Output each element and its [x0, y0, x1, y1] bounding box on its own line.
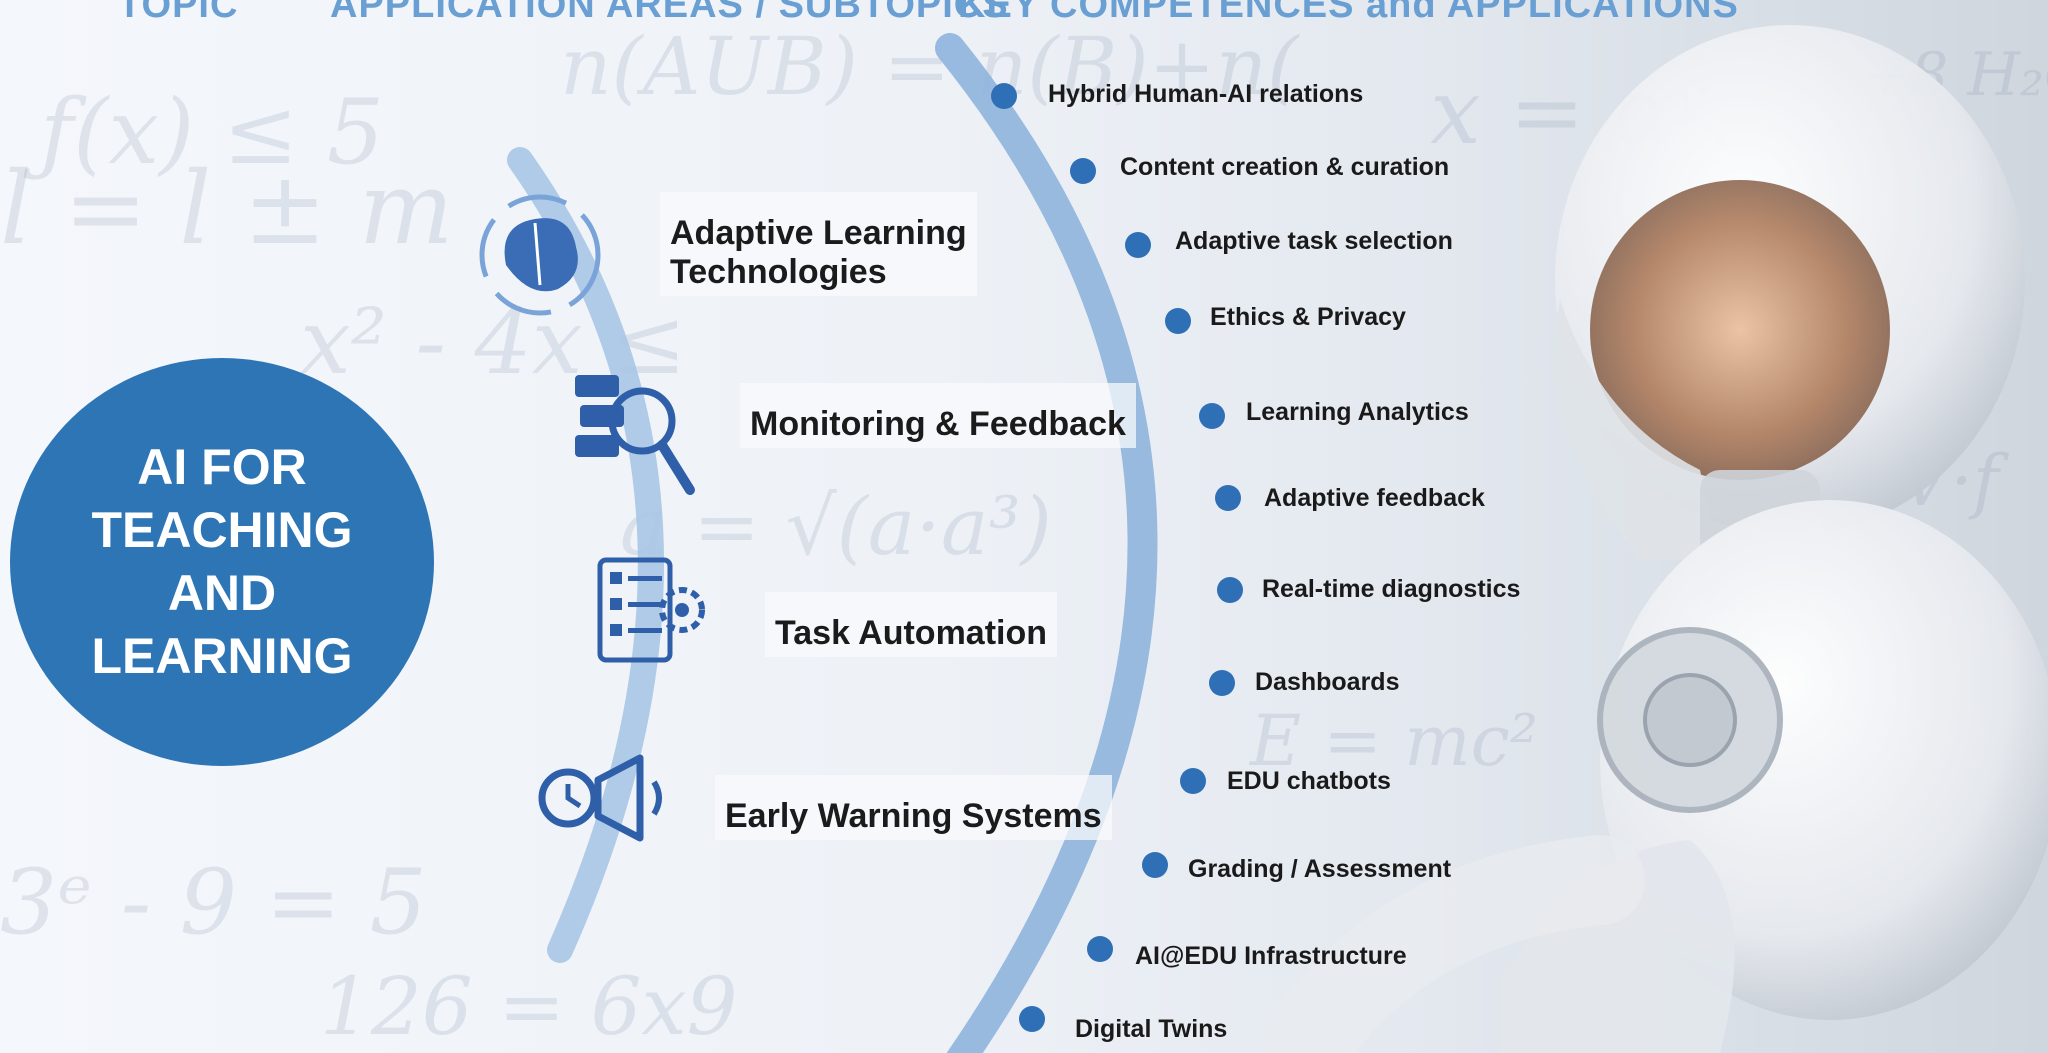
competence-dot: [1142, 852, 1168, 878]
competence-item: AI@EDU Infrastructure: [1135, 942, 1407, 970]
clock-megaphone-icon: [538, 754, 662, 842]
competence-item: Dashboards: [1255, 668, 1400, 696]
magnifier-chat-icon: [575, 375, 695, 495]
competence-dot: [1180, 768, 1206, 794]
competence-dot: [1125, 232, 1151, 258]
competence-item: Real-time diagnostics: [1262, 575, 1521, 603]
competence-item: Grading / Assessment: [1188, 855, 1452, 883]
competence-item: EDU chatbots: [1227, 767, 1391, 795]
header-application-areas: APPLICATION AREAS / SUBTOPICS: [330, 0, 1009, 26]
competence-dot: [991, 83, 1017, 109]
competence-dot: [1070, 158, 1096, 184]
competence-item: Hybrid Human-AI relations: [1048, 80, 1364, 108]
topic-label: AI FOR TEACHING AND LEARNING: [91, 439, 353, 684]
area-adaptive-learning-technologies: Adaptive Learning Technologies: [660, 192, 977, 296]
competence-item: Content creation & curation: [1120, 153, 1450, 181]
background-math: l = l ± m: [0, 150, 454, 267]
area-label: Adaptive Learning Technologies: [670, 214, 967, 291]
background-math: 3ᵉ - 9 = 5: [0, 850, 427, 955]
area-label: Task Automation: [775, 614, 1048, 652]
competence-item: Learning Analytics: [1246, 398, 1469, 426]
competence-item: Adaptive task selection: [1175, 227, 1453, 255]
background-math: ƒ(x) ≤ 5: [40, 80, 385, 185]
competence-dot: [1199, 403, 1225, 429]
competence-dot: [1217, 577, 1243, 603]
area-task-automation: Task Automation: [765, 592, 1058, 657]
area-label: Early Warning Systems: [725, 797, 1102, 835]
competence-dot: [1165, 308, 1191, 334]
header-key-competences: KEY COMPETENCES and APPLICATIONS: [958, 0, 1739, 26]
background-math: a = √(a·a³): [620, 480, 1052, 573]
header-topic: TOPIC: [118, 0, 239, 26]
competence-dot: [1087, 936, 1113, 962]
outer-arc: [935, 33, 1158, 1053]
competence-dot: [1209, 670, 1235, 696]
background-math: n(AUB) = n(B)+n(: [560, 20, 1299, 113]
area-label: Monitoring & Feedback: [750, 405, 1126, 443]
brain-icon: [479, 194, 601, 316]
competence-item: Ethics & Privacy: [1210, 303, 1406, 331]
area-monitoring-feedback: Monitoring & Feedback: [740, 383, 1136, 448]
competence-dot: [1215, 485, 1241, 511]
competence-dot: [1019, 1006, 1045, 1032]
background-math: E = mc²: [1250, 700, 1538, 782]
competence-item: Digital Twins: [1075, 1015, 1228, 1043]
checklist-gear-icon: [597, 557, 705, 663]
background-math: 126 = 6x9: [320, 960, 738, 1053]
topic-circle: AI FOR TEACHING AND LEARNING: [10, 358, 434, 766]
competence-item: Adaptive feedback: [1264, 484, 1485, 512]
area-early-warning-systems: Early Warning Systems: [715, 775, 1112, 840]
